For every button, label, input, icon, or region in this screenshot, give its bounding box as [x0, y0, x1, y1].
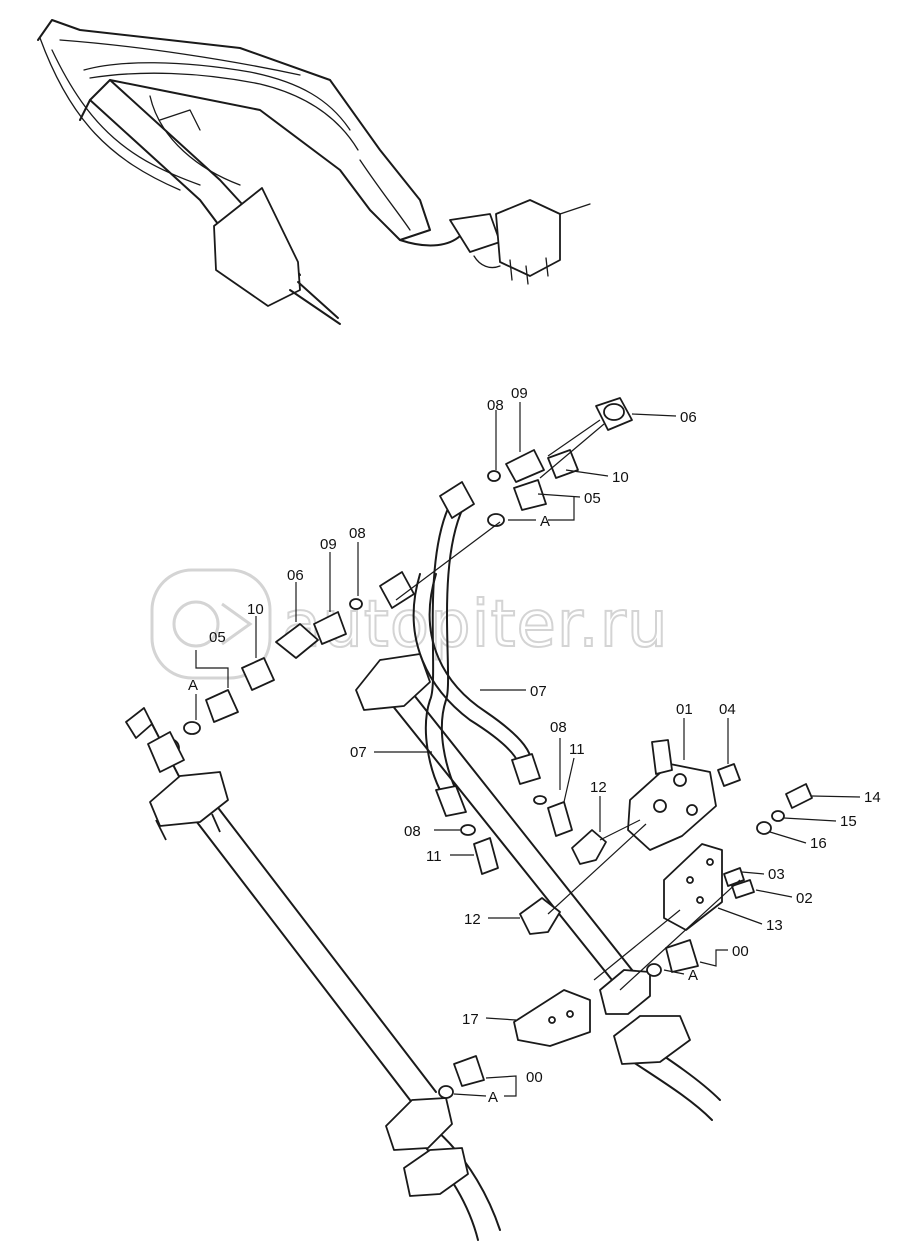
watermark-logo-icon: [150, 568, 272, 680]
callout-07-right: 07: [530, 683, 547, 700]
bracket-13: [663, 843, 723, 931]
o-ring-08-lower: [533, 795, 547, 805]
callout-a-bottom: A: [488, 1089, 498, 1106]
callout-08-top: 08: [487, 397, 504, 414]
cap-04: [717, 763, 741, 787]
callout-10-right: 10: [612, 469, 629, 486]
watermark: autopiter.ru: [150, 568, 669, 680]
callout-10-left: 10: [247, 601, 264, 618]
callout-16: 16: [810, 835, 827, 852]
elbow-12-lower: [519, 897, 561, 935]
fitting-09-top: [505, 449, 545, 483]
fitting-10-left: [241, 657, 275, 691]
o-ring-08-mid: [349, 598, 363, 610]
o-ring-08-left: [460, 824, 476, 836]
fitting-10-right: [547, 449, 579, 479]
callout-13: 13: [766, 917, 783, 934]
callout-03: 03: [768, 866, 785, 883]
fitting-09-mid: [313, 611, 347, 645]
callout-08-lower: 08: [550, 719, 567, 736]
callout-17: 17: [462, 1011, 479, 1028]
callout-09-top: 09: [511, 385, 528, 402]
callout-15: 15: [840, 813, 857, 830]
elbow-12-upper: [571, 829, 607, 865]
callout-a-right: A: [540, 513, 550, 530]
callout-a-mid: A: [688, 967, 698, 984]
block-17: [513, 989, 591, 1047]
callout-08-mid: 08: [349, 525, 366, 542]
callout-09-mid: 09: [320, 536, 337, 553]
bolt-14: [785, 783, 813, 809]
callout-14: 14: [864, 789, 881, 806]
fitting-11-lower: [547, 801, 573, 837]
plug-00-right: [646, 939, 699, 977]
callout-11-left: 11: [426, 848, 442, 865]
fitting-05-left: [205, 689, 239, 723]
callout-02: 02: [796, 890, 813, 907]
pipe-clamp-lower-left: [385, 1097, 469, 1197]
fitting-06-right: [595, 397, 633, 431]
washer-15: [771, 810, 785, 822]
valve-block-01: [627, 739, 717, 851]
main-pipe-left: [149, 719, 501, 1241]
callout-05-left: 05: [209, 629, 226, 646]
fitting-11-left: [473, 837, 499, 875]
pipe-clamp-upper-right: [355, 653, 431, 711]
callout-00-bottom: 00: [526, 1069, 543, 1086]
hose-end-fittings: [379, 481, 541, 817]
callout-01: 01: [676, 701, 693, 718]
fitting-05-right: [513, 479, 547, 511]
o-ring-08-top: [487, 470, 501, 482]
o-ring-a-left: [183, 721, 201, 735]
callout-06-left: 06: [287, 567, 304, 584]
plug-00-bottom: [438, 1055, 485, 1099]
callout-12-upper: 12: [590, 779, 607, 796]
callout-04: 04: [719, 701, 736, 718]
bolt-02: [731, 879, 755, 899]
fitting-06-left: [275, 623, 319, 659]
callout-11-lower: 11: [569, 741, 585, 758]
boom-overview-drawing: [37, 19, 591, 325]
hose-07-left: [424, 499, 467, 791]
o-ring-a-right: [487, 513, 505, 527]
callout-05-right: 05: [584, 490, 601, 507]
callout-12-lower: 12: [464, 911, 481, 928]
hose-07-right: [412, 573, 534, 771]
pipe-clamp-upper-left: [149, 771, 229, 841]
callout-08-left: 08: [404, 823, 421, 840]
callout-00-right: 00: [732, 943, 749, 960]
pipe-clamp-lower-right: [599, 969, 691, 1065]
pipe-fitting-upper-left: [125, 707, 185, 773]
callout-07-left: 07: [350, 744, 367, 761]
callout-06-right: 06: [680, 409, 697, 426]
leader-lines: [195, 402, 861, 1097]
callout-a-left: A: [188, 677, 198, 694]
callout-labels: 09 08 06 10 05 A 08 09 06 10 05 A 07 07 …: [188, 385, 881, 1106]
watermark-text: autopiter.ru: [282, 588, 669, 662]
washer-16: [756, 821, 772, 835]
